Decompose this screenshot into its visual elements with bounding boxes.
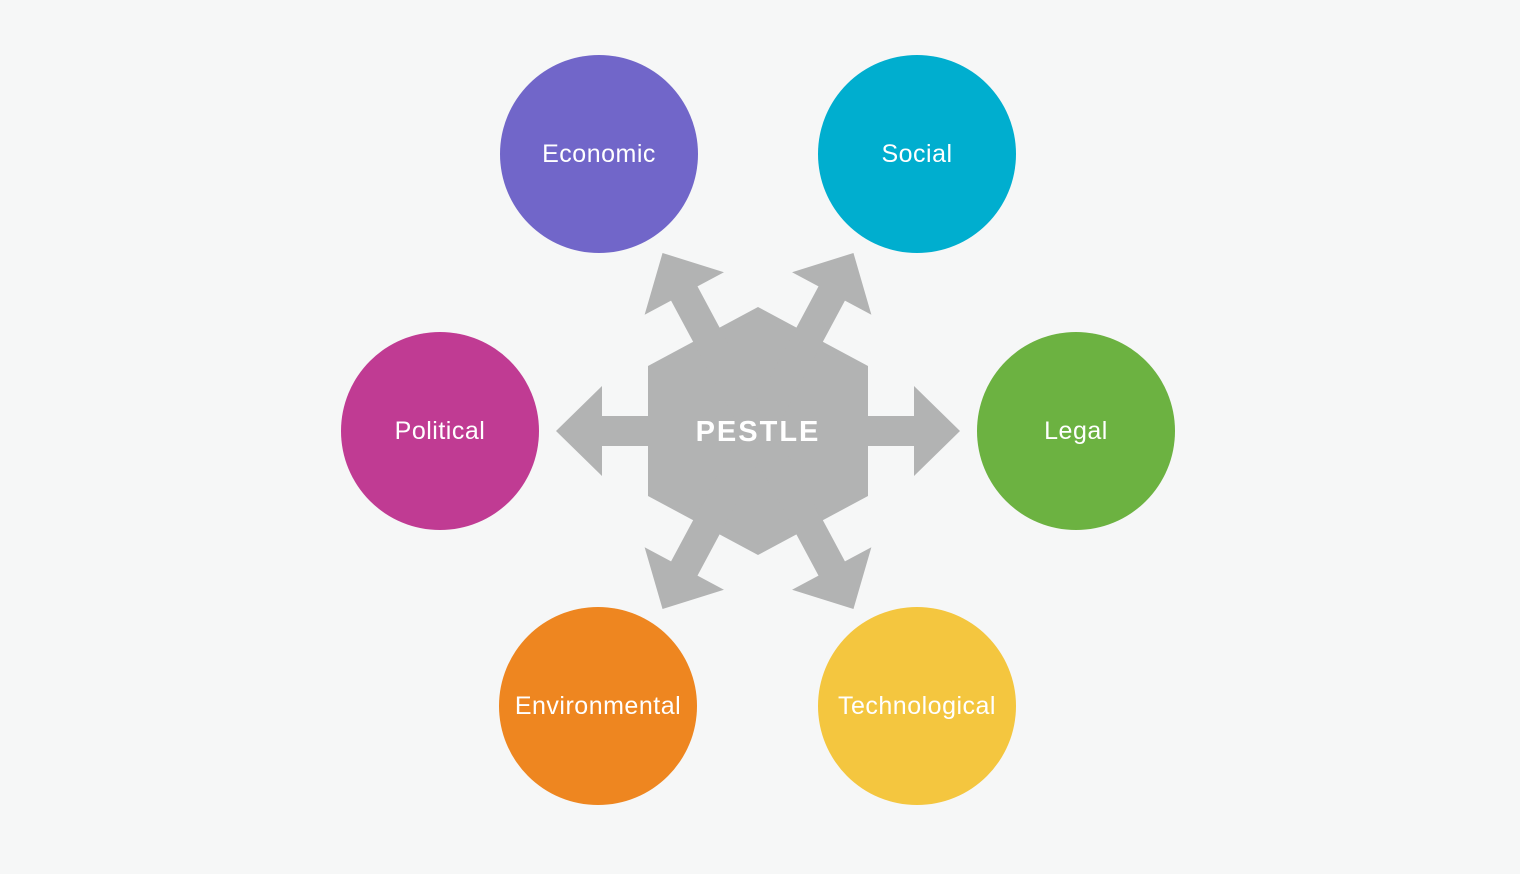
pestle-label: PESTLE	[696, 416, 821, 448]
economic-label: Economic	[542, 139, 656, 168]
legal-label: Legal	[1044, 416, 1108, 445]
social-label: Social	[881, 139, 953, 168]
economic-circle: Economic	[500, 55, 698, 253]
pestle-core-group: PESTLE	[556, 252, 960, 610]
technological-label: Technological	[838, 691, 996, 720]
arrow-up-right-icon	[744, 252, 872, 439]
political-circle: Political	[341, 332, 539, 530]
pestle-center-shape: PESTLE	[556, 252, 960, 610]
political-label: Political	[394, 416, 486, 445]
technological-circle: Technological	[818, 607, 1016, 805]
environmental-circle: Environmental	[499, 607, 697, 805]
arrow-up-left-icon	[644, 252, 772, 439]
legal-circle: Legal	[977, 332, 1175, 530]
arrow-down-left-icon	[644, 423, 772, 610]
environmental-label: Environmental	[514, 691, 682, 720]
arrow-right-icon	[758, 386, 960, 476]
social-circle: Social	[818, 55, 1016, 253]
arrow-down-right-icon	[744, 423, 872, 610]
arrow-left-icon	[556, 386, 758, 476]
